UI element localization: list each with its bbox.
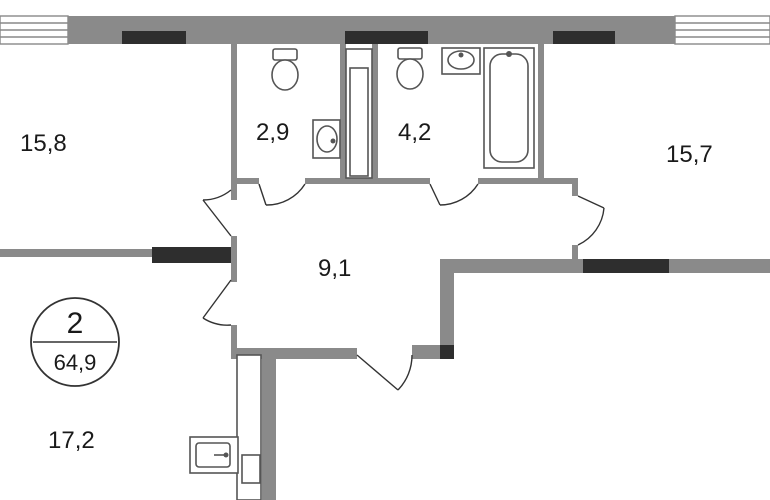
area-room-left-top: 15,8 (20, 130, 67, 157)
door-right-room (577, 195, 605, 246)
area-hallway: 9,1 (318, 255, 351, 282)
hall-left-wall-b (231, 236, 237, 282)
apartment-badge: 2 64,9 (30, 297, 120, 387)
bath-toilet (396, 47, 424, 90)
hall-bottom-right-dark (440, 345, 454, 359)
bath-right-wall (538, 44, 544, 182)
right-room-stub-low (572, 245, 578, 267)
right-room-stub (572, 178, 578, 196)
kitchen-right-wall (262, 348, 276, 500)
hall-left-wall-c (231, 325, 237, 355)
door-bath (429, 183, 479, 206)
kitchen-sink (189, 436, 239, 474)
window-left (0, 15, 69, 45)
area-bathroom: 4,2 (398, 119, 431, 146)
bathtub (483, 47, 535, 169)
door-wc (258, 183, 306, 206)
stove (241, 454, 261, 484)
hall-right-wall (440, 259, 454, 351)
right-room-bottom-dark (583, 259, 669, 273)
wc-toilet (271, 48, 299, 91)
window-right (674, 15, 770, 45)
door-entrance (356, 354, 413, 391)
badge-total-area: 64,9 (54, 350, 97, 375)
area-room-right: 15,7 (666, 141, 713, 168)
wc-washbasin (312, 119, 341, 159)
bath-washbasin (441, 47, 481, 75)
top-wall-window-1 (122, 31, 186, 44)
door-kitchen (202, 279, 232, 326)
wc-bottom-wall-b (305, 178, 430, 184)
hall-left-wall-a (231, 178, 237, 200)
bath-left-wall (372, 44, 378, 182)
wc-bottom-wall-a (231, 178, 259, 184)
left-partition (0, 249, 155, 257)
hall-bottom-wall (231, 348, 357, 359)
door-left-room (202, 189, 232, 237)
wc-right-wall (340, 44, 346, 182)
area-wc: 2,9 (256, 119, 289, 146)
wc-left-wall (231, 44, 237, 182)
top-wall-window-2 (345, 31, 428, 44)
badge-rooms-count: 2 (67, 307, 84, 340)
bath-bottom-wall (478, 178, 578, 184)
area-kitchen: 17,2 (48, 427, 95, 454)
utility-shaft (345, 48, 373, 179)
top-wall-window-3 (553, 31, 615, 44)
left-partition-dark (152, 247, 232, 263)
